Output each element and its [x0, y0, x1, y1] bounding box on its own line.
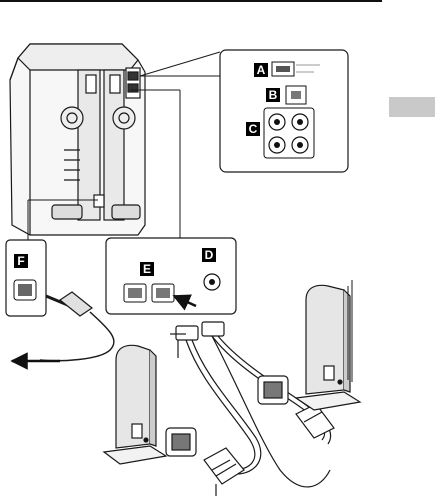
- label-e: E: [143, 262, 151, 276]
- label-b: B: [269, 88, 278, 102]
- power-cord: [40, 292, 114, 361]
- speaker-right-jack: [258, 376, 288, 404]
- speaker-left-jack: [166, 428, 196, 456]
- label-f: F: [17, 254, 24, 268]
- callout-abc: A B C: [140, 50, 348, 172]
- speaker-right: [296, 285, 360, 410]
- label-d: D: [205, 248, 214, 262]
- label-a: A: [257, 63, 266, 77]
- main-unit: [10, 44, 145, 235]
- bottom-plug: [204, 448, 244, 496]
- label-c: C: [249, 122, 258, 136]
- callout-box-f: [6, 240, 46, 316]
- speaker-left: [104, 345, 166, 464]
